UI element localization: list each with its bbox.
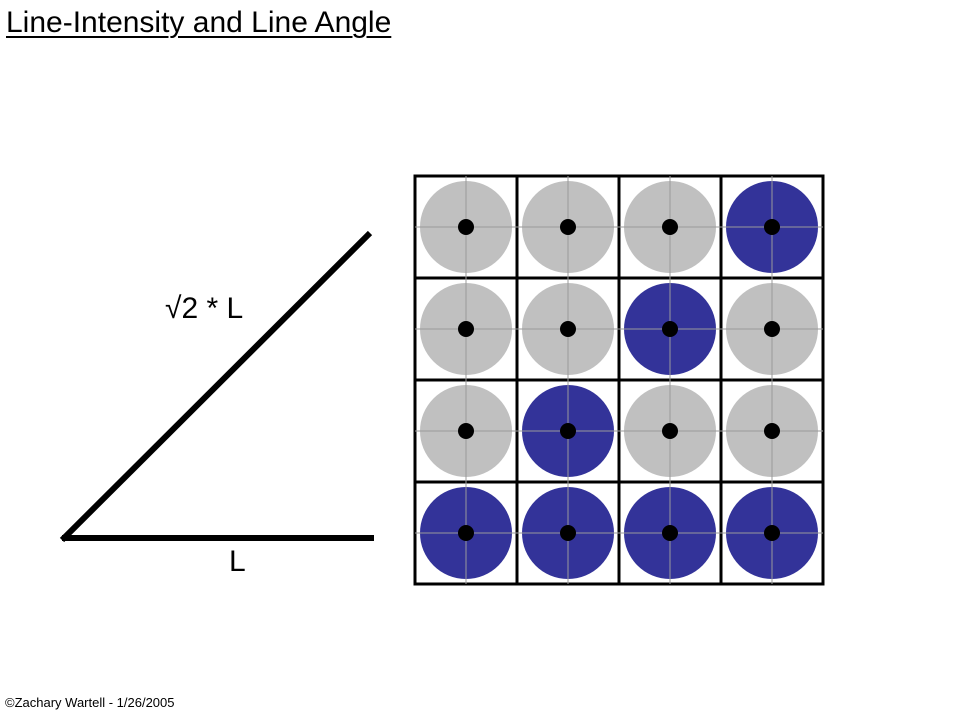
copyright-footer: ©Zachary Wartell - 1/26/2005 (5, 695, 175, 710)
slide-title: Line-Intensity and Line Angle (6, 6, 392, 39)
pixel-center-dot (458, 219, 474, 235)
pixel-grid (413, 174, 825, 586)
pixel-center-dot (560, 219, 576, 235)
pixel-center-dot (560, 321, 576, 337)
pixel-center-dot (764, 525, 780, 541)
pixel-center-dot (662, 423, 678, 439)
pixel-grid-guides (415, 176, 823, 584)
pixel-centers (458, 219, 780, 541)
pixel-center-dot (458, 321, 474, 337)
pixel-center-dot (764, 219, 780, 235)
hypotenuse-label: √2 * L (165, 292, 244, 325)
pixel-center-dot (560, 525, 576, 541)
pixel-center-dot (662, 525, 678, 541)
pixel-center-dot (764, 321, 780, 337)
pixel-center-dot (662, 219, 678, 235)
base-label: L (229, 545, 246, 578)
pixel-center-dot (560, 423, 576, 439)
diagonal-line (59, 230, 373, 543)
pixel-center-dot (458, 423, 474, 439)
pixel-center-dot (662, 321, 678, 337)
pixel-center-dot (458, 525, 474, 541)
pixel-center-dot (764, 423, 780, 439)
